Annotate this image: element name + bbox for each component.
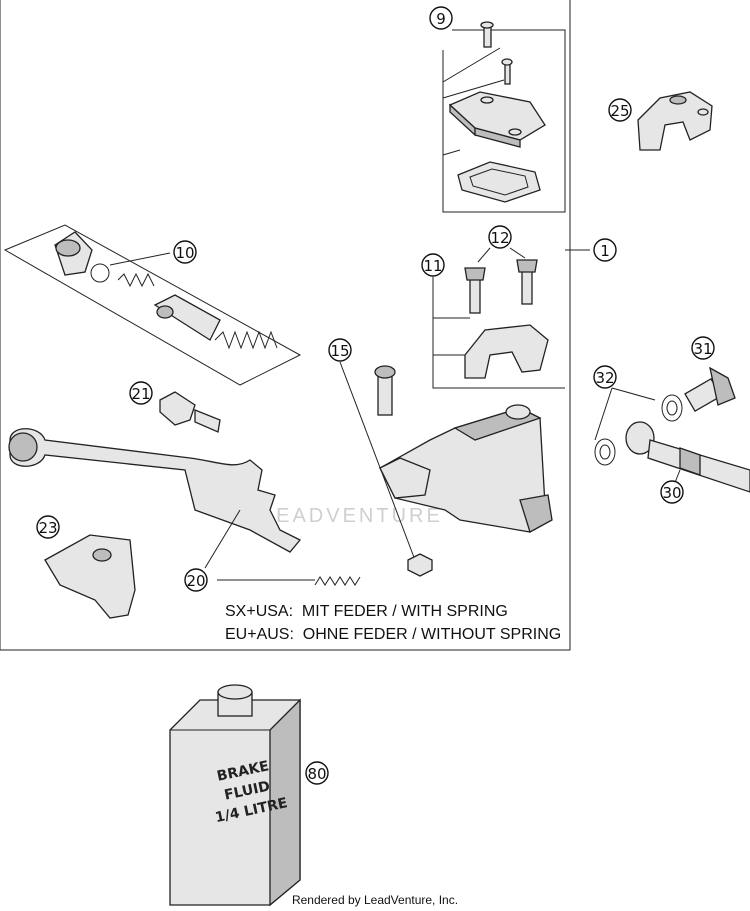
watermark: LEADVENTURE xyxy=(262,505,443,527)
callout-25: 25 xyxy=(608,98,632,122)
callout-11: 11 xyxy=(421,253,445,277)
clamp-bolts-group xyxy=(432,247,565,389)
callout-1: 1 xyxy=(593,238,617,262)
callout-10: 10 xyxy=(173,240,197,264)
adjuster-part-21 xyxy=(159,391,221,433)
svg-text:15: 15 xyxy=(330,342,349,360)
note-sx-usa: SX+USA: MIT FEDER / WITH SPRING xyxy=(225,603,508,620)
callout-80: 80 xyxy=(305,761,329,785)
banjo-group xyxy=(594,366,750,493)
svg-text:1: 1 xyxy=(600,242,610,260)
svg-text:20: 20 xyxy=(186,572,205,590)
reservoir-cap-group xyxy=(442,21,566,213)
svg-text:23: 23 xyxy=(38,519,57,537)
pivot-bolt-group xyxy=(339,361,433,577)
piston-kit-group xyxy=(3,224,302,386)
svg-text:11: 11 xyxy=(423,257,442,275)
footer-credit: Rendered by LeadVenture, Inc. xyxy=(292,893,458,907)
lever-boot-part-23 xyxy=(44,534,136,619)
svg-text:25: 25 xyxy=(610,102,629,120)
callout-23: 23 xyxy=(36,515,60,539)
svg-text:32: 32 xyxy=(595,369,614,387)
assembly-frame xyxy=(0,0,571,651)
svg-text:12: 12 xyxy=(490,229,509,247)
callout-20: 20 xyxy=(184,568,208,592)
callout-21: 21 xyxy=(129,381,153,405)
callout-32: 32 xyxy=(593,365,617,389)
lever-spring-part-20 xyxy=(217,576,361,586)
clamp-part-25 xyxy=(637,91,713,151)
svg-text:10: 10 xyxy=(175,244,194,262)
svg-text:9: 9 xyxy=(436,10,446,28)
brake-fluid-bottle: BRAKE FLUID 1/4 LITRE xyxy=(169,684,301,907)
callout-30: 30 xyxy=(660,480,684,504)
svg-text:31: 31 xyxy=(693,340,712,358)
brake-lever xyxy=(8,428,302,553)
callout-9: 9 xyxy=(429,6,453,30)
master-cylinder-body xyxy=(379,404,553,533)
note-eu-aus: EU+AUS: OHNE FEDER / WITHOUT SPRING xyxy=(225,626,561,643)
svg-text:30: 30 xyxy=(662,484,681,502)
svg-text:21: 21 xyxy=(131,385,150,403)
callout-15: 15 xyxy=(328,338,352,362)
svg-text:80: 80 xyxy=(307,765,326,783)
callout-31: 31 xyxy=(691,336,715,360)
callout-12: 12 xyxy=(488,225,512,249)
